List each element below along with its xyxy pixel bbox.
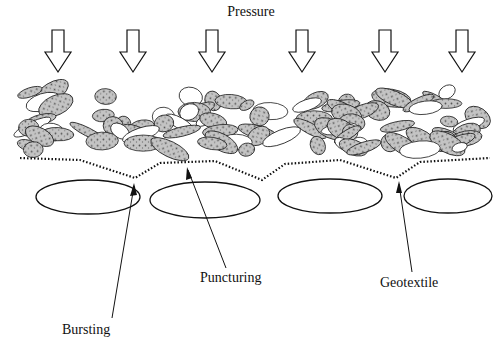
- stone: [148, 133, 192, 165]
- pressure-arrow: [120, 30, 146, 72]
- callout-label: Puncturing: [200, 270, 261, 285]
- leader-lines: [112, 170, 412, 318]
- pressure-arrow: [289, 30, 315, 72]
- pressure-arrow: [372, 30, 398, 72]
- leader-heads: [130, 167, 402, 196]
- subgrade-voids: [36, 179, 492, 218]
- callout-label: Pressure: [227, 4, 274, 19]
- stone: [408, 99, 443, 116]
- stone: [260, 123, 303, 151]
- stone: [162, 123, 202, 141]
- stone: [86, 131, 119, 150]
- stone: [451, 141, 468, 154]
- stone: [197, 135, 228, 151]
- pressure-arrow: [449, 30, 475, 72]
- stone: [308, 134, 329, 157]
- callout-label: Bursting: [62, 322, 110, 337]
- stone: [237, 142, 256, 158]
- pressure-arrow: [45, 30, 71, 72]
- stone: [94, 88, 117, 105]
- aggregate-stones: [12, 74, 495, 165]
- stone: [23, 141, 44, 158]
- pressure-arrow: [199, 30, 225, 72]
- stone: [399, 139, 441, 160]
- geotextile-line: [20, 158, 490, 180]
- callout-label: Geotextile: [380, 275, 438, 290]
- stone: [345, 137, 383, 158]
- pressure-arrows: [45, 30, 475, 72]
